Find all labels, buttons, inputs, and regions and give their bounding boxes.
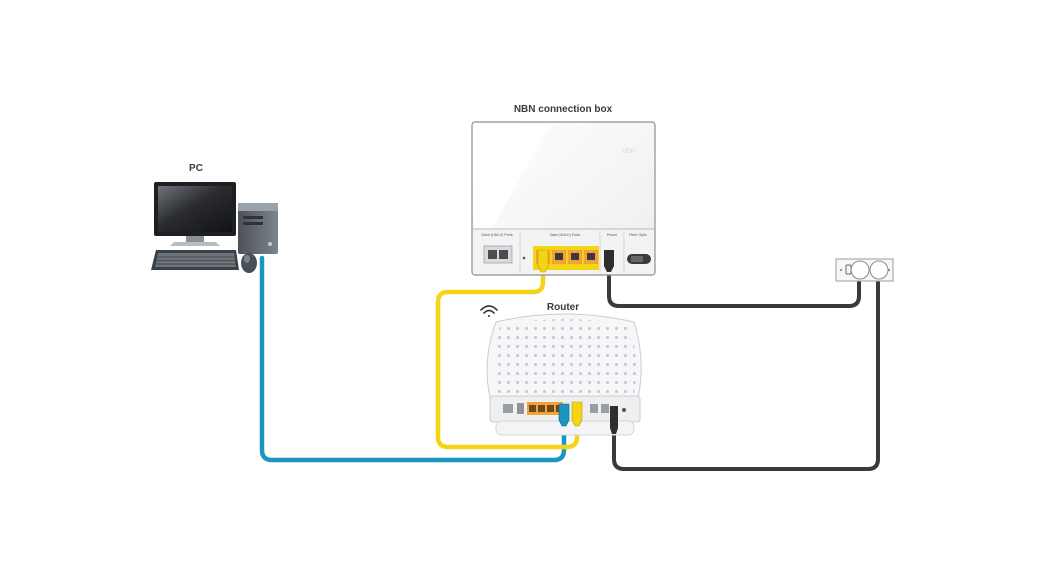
router-label: Router bbox=[547, 302, 579, 313]
voice-ports-label: Voice (UNI-V) Ports bbox=[481, 233, 513, 237]
data-ports-label: Data (UNI-D) Ports bbox=[550, 233, 581, 237]
nbn-power-plug bbox=[604, 250, 614, 272]
fibre-optic-label: Fibre Optic bbox=[629, 233, 647, 237]
router-power-plug bbox=[610, 406, 618, 434]
computer-monitor-icon bbox=[154, 182, 236, 246]
nbn-brand-logo: nbn bbox=[622, 146, 635, 155]
fibre-port bbox=[627, 254, 651, 264]
power-label: Power bbox=[607, 233, 618, 237]
router-power-cable bbox=[612, 270, 880, 471]
mouse-icon bbox=[241, 253, 257, 273]
blue-ethernet-plug bbox=[558, 403, 570, 427]
nbn-connection-box: nbn Voice (UNI-V) Ports Data (UNI-D) Por… bbox=[471, 121, 656, 276]
power-outlet-icon bbox=[835, 258, 894, 282]
router-lan-ports bbox=[527, 402, 563, 415]
yellow-ethernet-plug bbox=[537, 249, 549, 273]
yellow-ethernet-cable bbox=[435, 267, 580, 450]
voice-ports bbox=[483, 245, 513, 264]
router bbox=[486, 313, 642, 436]
blue-ethernet-cable bbox=[259, 255, 567, 463]
reset-button bbox=[522, 256, 526, 260]
wifi-icon bbox=[480, 305, 498, 317]
nbn-box-label: NBN connection box bbox=[514, 104, 613, 115]
yellow-wan-plug bbox=[571, 401, 583, 427]
keyboard-icon bbox=[151, 250, 239, 270]
pc-label: PC bbox=[189, 163, 203, 174]
nbn-power-cable bbox=[607, 270, 861, 308]
pc-tower-icon bbox=[238, 203, 278, 254]
